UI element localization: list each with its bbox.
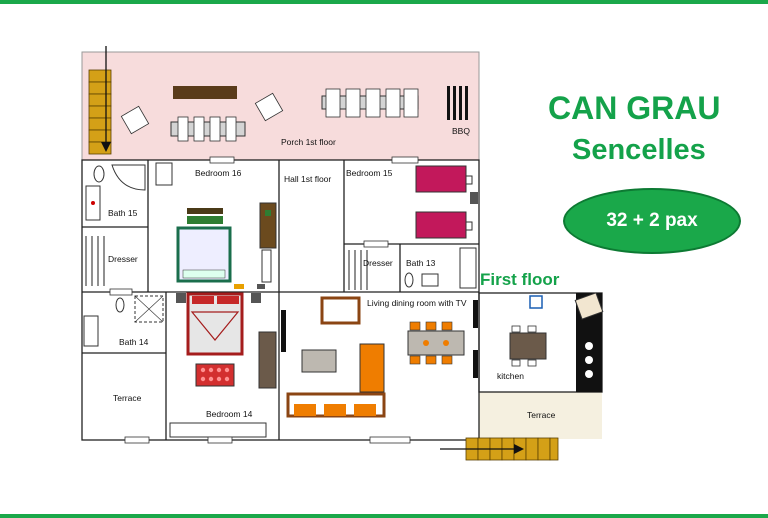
coffee-table [301, 349, 337, 373]
capacity-badge: 32 + 2 pax [563, 188, 741, 254]
lounge-chairs [120, 92, 284, 135]
bottom-green-band [0, 514, 768, 518]
label-kitchen: kitchen [497, 371, 524, 381]
label-bedroom16: Bedroom 16 [195, 168, 242, 178]
sofa-orange [359, 343, 385, 393]
bath15-toilet [93, 165, 105, 183]
porch-bench [173, 86, 237, 99]
bedroom16-desk [155, 162, 173, 186]
bath14-sink [83, 315, 99, 347]
wall-openings [109, 156, 419, 444]
porch-chairs-left [177, 116, 237, 142]
bed15-nightstand [470, 192, 478, 204]
label-dresser-right: Dresser [363, 258, 393, 268]
bed14-rug [195, 363, 235, 387]
label-porch: Porch 1st floor [281, 137, 336, 147]
label-living: Living dining room with TV [367, 298, 467, 308]
top-green-band [0, 0, 768, 4]
bbq-grill [447, 86, 468, 120]
bed16-wardrobe [259, 202, 277, 249]
kitchen-table [509, 332, 547, 360]
dining-chairs [409, 321, 453, 365]
tv-unit [320, 296, 361, 325]
bed16-pillows [187, 216, 223, 224]
label-terrace-left: Terrace [113, 393, 142, 403]
label-bath14: Bath 14 [119, 337, 149, 347]
porch-chairs-right [325, 88, 419, 118]
walls [81, 159, 603, 441]
bath13-toilet [404, 272, 414, 288]
kitchen-sink [529, 295, 543, 309]
kitchen-chairs [511, 325, 537, 367]
bed15-single-b [415, 211, 467, 239]
label-hall: Hall 1st floor [284, 174, 332, 184]
label-bath15: Bath 15 [108, 208, 138, 218]
label-terrace-right: Terrace [527, 410, 556, 420]
bed16-shelf [261, 249, 272, 283]
label-bbq: BBQ [452, 126, 470, 136]
brand-title: CAN GRAU [548, 90, 721, 126]
dining-table [407, 330, 465, 356]
dresser-left-lines [85, 236, 105, 286]
dresser-right-lines [348, 250, 368, 290]
label-dresser-left: Dresser [108, 254, 138, 264]
bath13-tub [459, 247, 477, 289]
bed16-headboard [187, 208, 223, 214]
floor-label: First floor [480, 270, 560, 289]
tv [281, 310, 286, 352]
label-bedroom14: Bedroom 14 [206, 409, 253, 419]
label-bedroom15: Bedroom 15 [346, 168, 393, 178]
bath14-toilet [115, 297, 125, 313]
bed15-single-a [415, 165, 467, 193]
bath13-sink [421, 273, 439, 287]
right-terrace-area [479, 392, 602, 439]
stairs-top-left [88, 69, 112, 155]
label-bath13: Bath 13 [406, 258, 436, 268]
bath15-shower [111, 164, 146, 191]
bed14-bench [169, 422, 267, 438]
brand-subtitle: Sencelles [572, 134, 706, 166]
bed14-wardrobe [258, 331, 277, 389]
stair-arrow-head [101, 142, 111, 152]
